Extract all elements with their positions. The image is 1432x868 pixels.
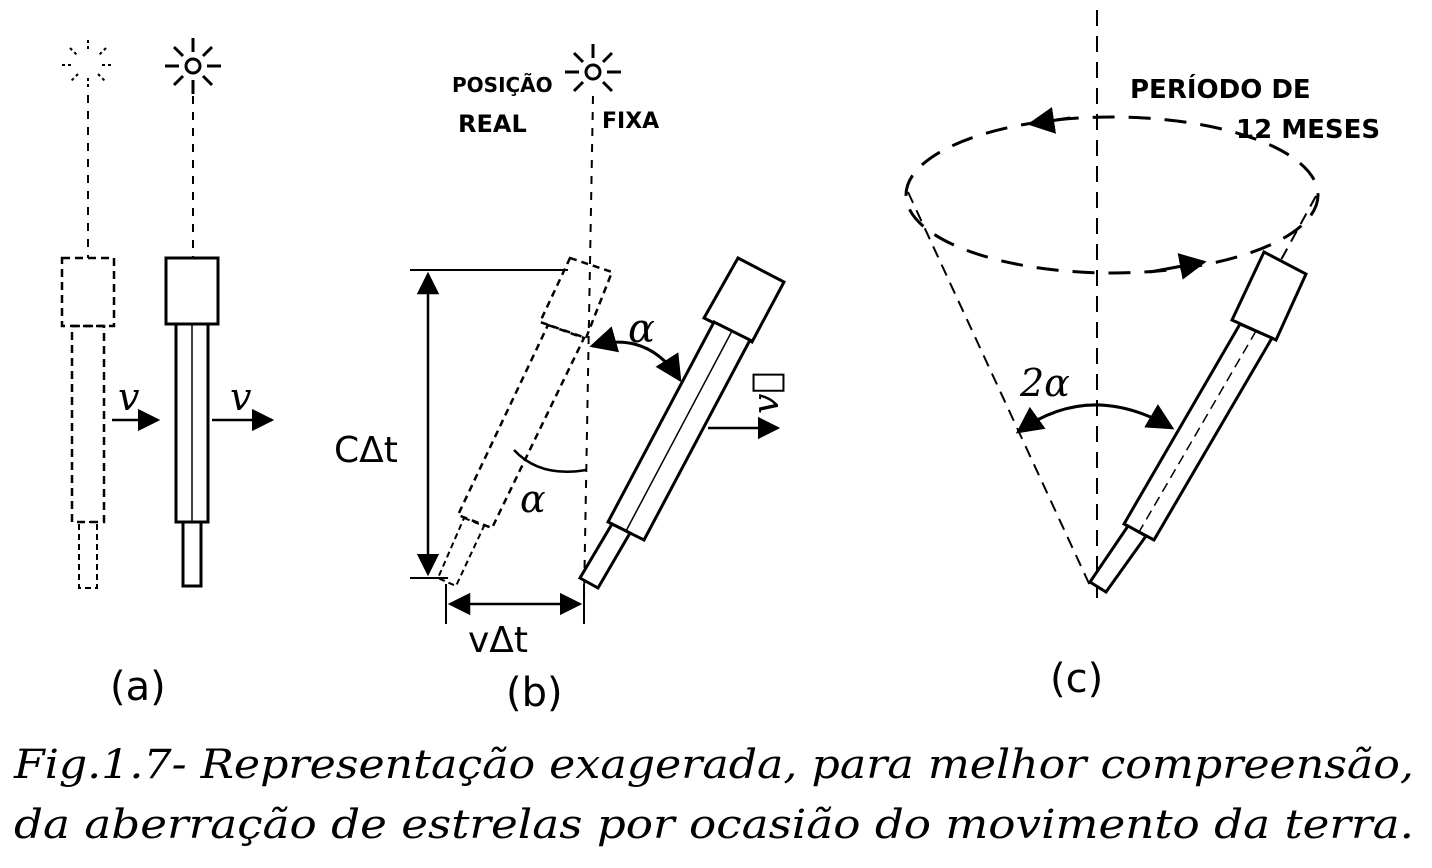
- telescope-previous-ocular: [78, 521, 98, 589]
- telescope-ocular: [1087, 524, 1149, 595]
- telescope-previous-tube: [70, 324, 106, 524]
- panel-c-label: (c): [1050, 656, 1103, 702]
- telescope-ocular: [577, 522, 633, 591]
- velocity-label-right: v: [230, 375, 252, 419]
- period-label-line1: PERÍODO DE: [1130, 73, 1311, 105]
- panel-c: PERÍODO DE 12 MESES 2α (c): [904, 10, 1380, 702]
- star-icon: [565, 44, 621, 93]
- panel-a-label: (a): [110, 664, 166, 710]
- alpha-arc-top: [589, 326, 682, 383]
- telescope-eyepiece: [701, 255, 787, 344]
- velocity-vector-label: v⃗: [746, 372, 787, 414]
- panel-b: POSIÇÃO REAL FIXA α α v⃗ CΔt vΔt (b): [334, 44, 787, 716]
- telescope-previous-ocular: [436, 516, 486, 588]
- telescope-eyepiece: [1229, 249, 1308, 342]
- caption-line-1: Fig.1.7- Representação exagerada, para m…: [13, 742, 1414, 788]
- rotation-arrow-bottom: [1149, 253, 1207, 280]
- v-delta-t-label: vΔt: [468, 620, 528, 661]
- alpha-label-top: α: [628, 306, 655, 352]
- alpha-arc-bottom: [513, 449, 587, 474]
- caption-line-2: da aberração de estrelas por ocasião do …: [14, 802, 1414, 848]
- two-alpha-arc: [1015, 403, 1175, 434]
- apparent-star-icon: [62, 40, 114, 90]
- two-alpha-label: 2α: [1019, 361, 1070, 405]
- telescope-previous-eyepiece: [538, 256, 614, 340]
- telescope-eyepiece: [164, 256, 220, 326]
- c-delta-t-label: CΔt: [334, 430, 398, 471]
- cone-rim-ellipse: [904, 115, 1320, 275]
- rotation-arrow-top: [1027, 107, 1071, 134]
- telescope-previous-tube: [456, 323, 586, 530]
- real-position-label-line1: POSIÇÃO: [452, 73, 553, 97]
- cone-edge-left: [907, 191, 1093, 591]
- real-position-label-line2: REAL: [458, 110, 527, 138]
- telescope-ocular: [181, 520, 203, 588]
- star-icon: [165, 38, 221, 94]
- velocity-label-left: v: [118, 375, 140, 419]
- period-label-line2: 12 MESES: [1236, 115, 1380, 145]
- telescope-previous-eyepiece: [60, 256, 116, 328]
- panel-b-label: (b): [506, 670, 563, 716]
- alpha-label-bottom: α: [520, 477, 546, 521]
- fixed-label: FIXA: [602, 109, 659, 134]
- panel-a: v v (a): [60, 38, 275, 710]
- vertical-light-ray: [583, 95, 594, 599]
